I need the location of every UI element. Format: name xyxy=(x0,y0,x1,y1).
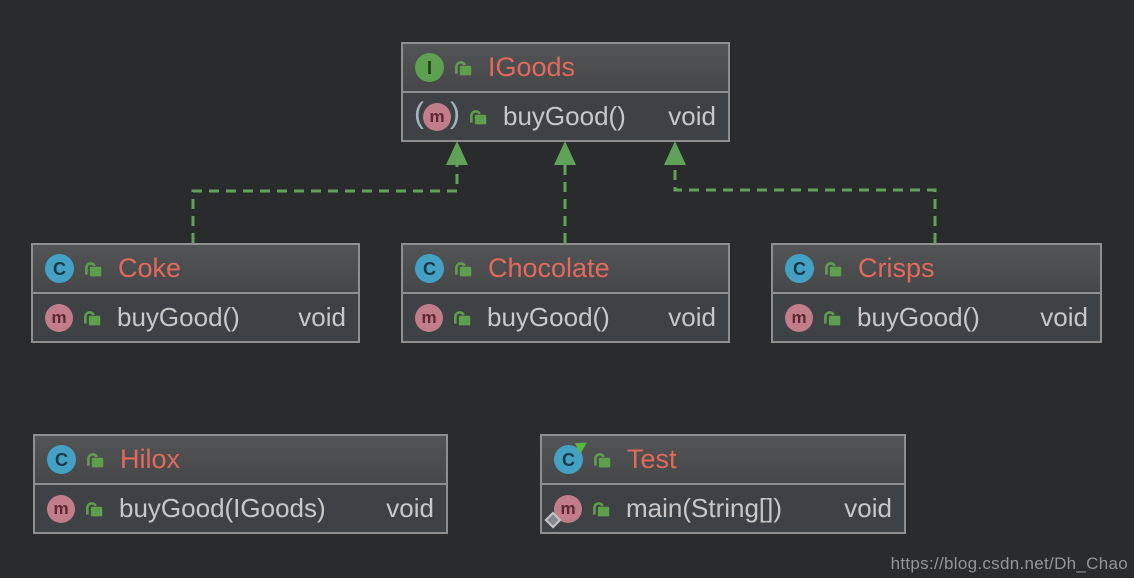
node-title: Crisps xyxy=(858,253,935,283)
node-header[interactable]: C Test xyxy=(542,436,904,485)
method-return-type: void xyxy=(844,493,892,523)
uml-node-test[interactable]: C Test m main(String[]) void xyxy=(540,434,906,534)
node-header[interactable]: C Chocolate xyxy=(403,245,728,294)
uml-node-coke[interactable]: C Coke m buyGood() void xyxy=(31,243,360,343)
public-lock-icon xyxy=(83,498,104,519)
method-icon: m xyxy=(785,303,813,332)
method-return-type: void xyxy=(298,302,346,332)
class-icon: C xyxy=(45,254,74,283)
node-title: IGoods xyxy=(488,52,576,82)
uml-node-hilox[interactable]: C Hilox m buyGood(IGoods) void xyxy=(33,434,448,534)
abstract-paren-close: ) xyxy=(450,96,460,130)
class-icon: C xyxy=(415,254,444,283)
uml-node-igoods[interactable]: I IGoods ( m ) buyGood() void xyxy=(401,42,730,142)
node-title: Hilox xyxy=(120,444,181,474)
node-title: Coke xyxy=(118,253,182,283)
method-name: buyGood() xyxy=(487,302,610,332)
edge-crisps-igoods xyxy=(673,164,937,243)
abstract-method-icon: ( m ) xyxy=(414,96,460,132)
uml-node-chocolate[interactable]: C Chocolate m buyGood() void xyxy=(401,243,730,343)
node-header[interactable]: C Coke xyxy=(33,245,358,294)
class-icon: C xyxy=(554,445,583,474)
node-header[interactable]: I IGoods xyxy=(403,44,728,93)
method-icon: m xyxy=(415,303,443,332)
runnable-class-icon: C xyxy=(554,438,591,474)
method-icon: m xyxy=(423,102,451,131)
arrowhead-chocolate xyxy=(554,141,576,165)
method-name: buyGood() xyxy=(503,101,626,131)
class-icon: C xyxy=(47,445,76,474)
method-icon-wrap: m xyxy=(47,494,75,523)
abstract-paren-open: ( xyxy=(414,96,424,130)
method-return-type: void xyxy=(386,493,434,523)
edge-coke-igoods xyxy=(191,164,459,243)
method-row[interactable]: m buyGood() void xyxy=(33,294,358,341)
public-lock-icon xyxy=(84,449,105,470)
method-row[interactable]: m buyGood(IGoods) void xyxy=(35,485,446,532)
method-row[interactable]: m main(String[]) void xyxy=(542,485,904,532)
method-icon-wrap: m xyxy=(785,303,813,332)
method-name: buyGood() xyxy=(857,302,980,332)
public-lock-icon xyxy=(82,258,103,279)
arrowhead-crisps xyxy=(664,141,686,165)
method-return-type: void xyxy=(668,302,716,332)
method-return-type: void xyxy=(668,101,716,131)
public-lock-icon xyxy=(591,449,612,470)
class-icon: C xyxy=(785,254,814,283)
public-lock-icon xyxy=(452,57,473,78)
method-name: main(String[]) xyxy=(626,493,783,523)
arrowhead-coke xyxy=(446,141,468,165)
method-icon: m xyxy=(47,494,75,523)
public-lock-icon xyxy=(452,258,473,279)
method-return-type: void xyxy=(1040,302,1088,332)
public-lock-icon xyxy=(451,307,472,328)
static-method-icon-wrap: m xyxy=(544,494,582,528)
public-lock-icon xyxy=(821,307,842,328)
method-name: buyGood() xyxy=(117,302,240,332)
method-icon: m xyxy=(45,303,73,332)
method-icon-wrap: m xyxy=(45,303,73,332)
node-header[interactable]: C Crisps xyxy=(773,245,1100,294)
node-header[interactable]: C Hilox xyxy=(35,436,446,485)
method-row[interactable]: ( m ) buyGood() void xyxy=(403,93,728,140)
method-row[interactable]: m buyGood() void xyxy=(773,294,1100,341)
public-lock-icon xyxy=(822,258,843,279)
method-name: buyGood(IGoods) xyxy=(119,493,326,523)
interface-icon: I xyxy=(415,53,444,82)
csdn-watermark: https://blog.csdn.net/Dh_Chao xyxy=(890,554,1128,573)
public-lock-icon xyxy=(590,498,611,519)
node-title: Chocolate xyxy=(488,253,610,283)
method-icon-wrap: m xyxy=(415,303,443,332)
uml-node-crisps[interactable]: C Crisps m buyGood() void xyxy=(771,243,1102,343)
node-title: Test xyxy=(627,444,677,474)
method-row[interactable]: m buyGood() void xyxy=(403,294,728,341)
public-lock-icon xyxy=(467,106,488,127)
public-lock-icon xyxy=(81,307,102,328)
